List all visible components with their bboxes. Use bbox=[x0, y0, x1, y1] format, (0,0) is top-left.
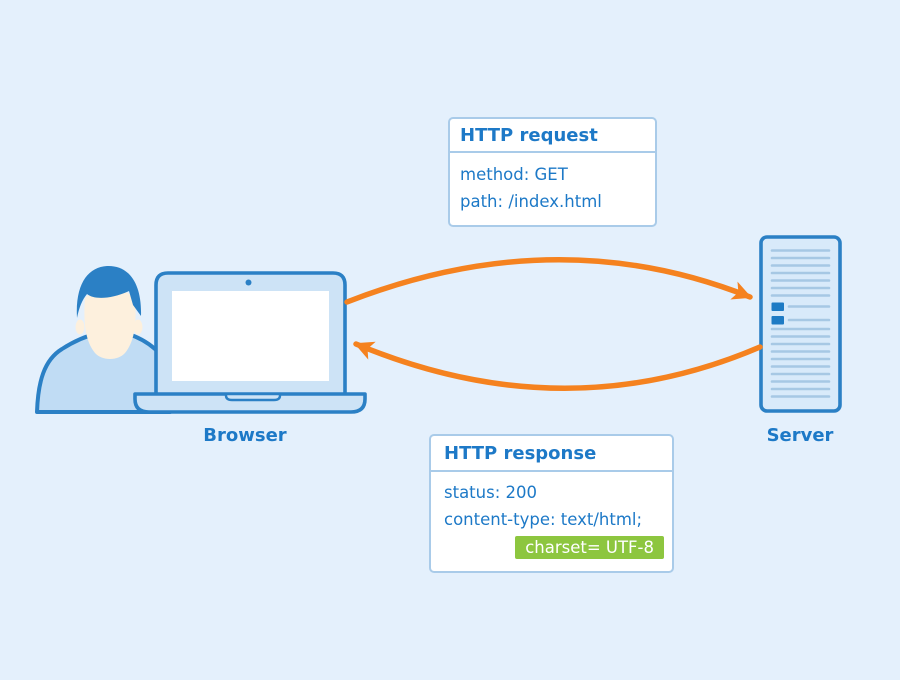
laptop-camera-icon bbox=[245, 279, 252, 286]
person-ear-right bbox=[133, 319, 143, 335]
server-led-bottom bbox=[771, 316, 784, 325]
laptop-base bbox=[133, 392, 367, 414]
person-figure bbox=[35, 265, 172, 414]
http-response-body: status: 200 content-type: text/html; cha… bbox=[431, 472, 672, 571]
response-arrow bbox=[353, 341, 763, 391]
http-request-body: method: GET path: /index.html bbox=[450, 153, 655, 225]
server-figure bbox=[759, 235, 842, 413]
browser-label: Browser bbox=[203, 425, 287, 446]
response-content-type-line: content-type: text/html; bbox=[444, 510, 643, 529]
request-path-line: path: /index.html bbox=[460, 192, 602, 211]
http-request-title: HTTP request bbox=[450, 119, 655, 153]
charset-badge: charset= UTF-8 bbox=[515, 536, 664, 559]
request-arrow bbox=[344, 256, 753, 305]
http-response-box: HTTP response status: 200 content-type: … bbox=[429, 434, 674, 573]
person-ear-left bbox=[75, 319, 85, 335]
person-hair bbox=[76, 265, 142, 318]
server-vents bbox=[770, 249, 831, 398]
person-face bbox=[84, 289, 136, 359]
laptop-notch bbox=[224, 392, 282, 402]
server-led-top bbox=[771, 302, 784, 311]
request-method-line: method: GET bbox=[460, 165, 568, 184]
http-response-title: HTTP response bbox=[431, 436, 672, 472]
server-label: Server bbox=[766, 425, 834, 446]
laptop-figure bbox=[133, 271, 367, 414]
response-status-line: status: 200 bbox=[444, 483, 537, 502]
http-request-box: HTTP request method: GET path: /index.ht… bbox=[448, 117, 657, 227]
laptop-screen bbox=[172, 291, 329, 381]
